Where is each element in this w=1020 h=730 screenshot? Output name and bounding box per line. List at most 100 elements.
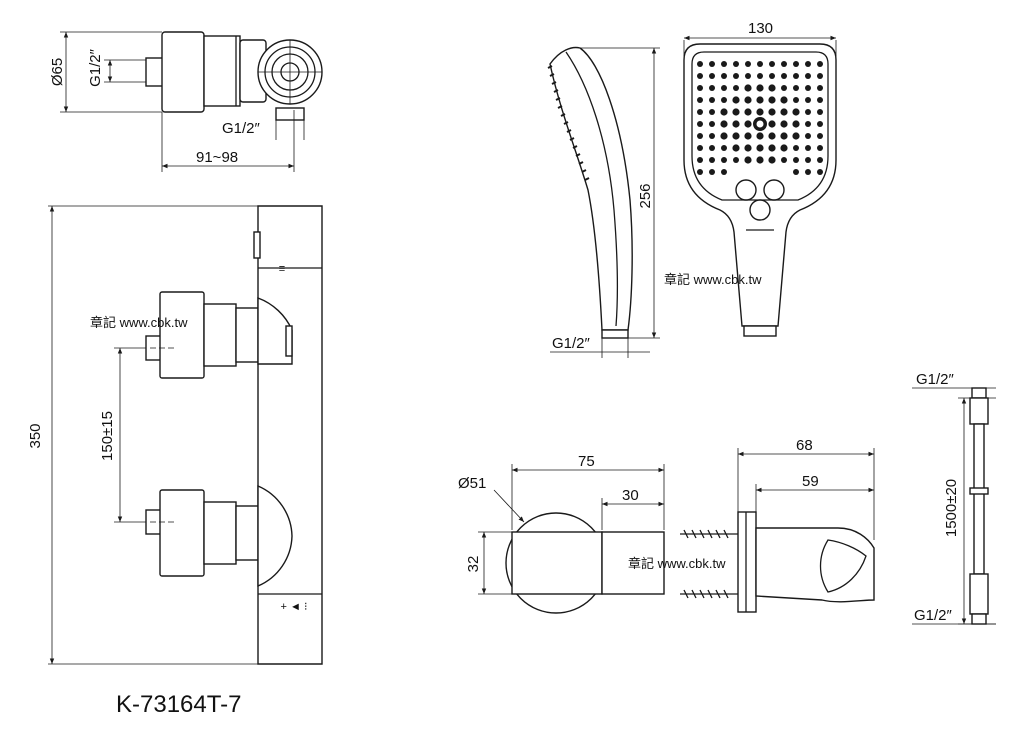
spray-hole bbox=[709, 97, 715, 103]
top-view: Ø65 G1/2″ G1/2″ 91~98 bbox=[49, 31, 323, 172]
spray-hole bbox=[768, 84, 776, 92]
holder-inner-depth-label: 59 bbox=[802, 473, 819, 490]
spray-hole bbox=[744, 120, 752, 128]
spray-hole bbox=[709, 61, 715, 67]
spray-hole bbox=[721, 61, 727, 67]
spray-hole bbox=[805, 97, 811, 103]
outlet-height-label: 32 bbox=[465, 556, 482, 573]
spray-hole bbox=[817, 121, 823, 127]
spray-hole bbox=[780, 144, 788, 152]
spray-hole bbox=[732, 144, 740, 152]
hand-shower-view: 256 G1/2″ 130 章記 www.cbk.tw bbox=[547, 20, 837, 358]
spray-hole bbox=[744, 108, 752, 116]
spray-hole bbox=[817, 133, 823, 139]
front-view: 350 150±15 ≡ + ◄ ⁝ 章記 www.cbk.tw bbox=[27, 205, 323, 665]
spray-hole bbox=[709, 85, 715, 91]
spray-hole bbox=[769, 61, 775, 67]
shower-length-label: 256 bbox=[637, 183, 654, 208]
spray-hole bbox=[780, 132, 788, 140]
spray-hole bbox=[697, 169, 703, 175]
bottom-knob-marking-icon: + ◄ ⁝ bbox=[281, 601, 308, 613]
spray-hole bbox=[733, 85, 739, 91]
hose-view: G1/2″ 1500±20 G1/2″ bbox=[912, 371, 996, 625]
spray-hole bbox=[744, 156, 752, 164]
spray-hole bbox=[793, 85, 799, 91]
spray-hole bbox=[756, 144, 764, 152]
spray-hole bbox=[817, 61, 823, 67]
spray-hole bbox=[805, 169, 811, 175]
spray-hole bbox=[757, 61, 763, 67]
spray-hole bbox=[709, 145, 715, 151]
spray-hole bbox=[793, 97, 799, 103]
spray-hole bbox=[697, 157, 703, 163]
spray-hole bbox=[805, 157, 811, 163]
hose-top-thread-label: G1/2″ bbox=[916, 371, 955, 388]
spray-hole bbox=[732, 120, 740, 128]
watermark-shower: 章記 www.cbk.tw bbox=[664, 272, 762, 287]
spray-holes bbox=[697, 61, 823, 175]
front-spacing-label: 150±15 bbox=[99, 411, 116, 461]
side-nozzle-row bbox=[547, 65, 590, 181]
spray-hole bbox=[805, 133, 811, 139]
shower-width-label: 130 bbox=[748, 20, 773, 37]
spray-hole bbox=[817, 97, 823, 103]
spray-hole bbox=[817, 109, 823, 115]
spray-hole bbox=[781, 85, 787, 91]
spray-hole bbox=[792, 120, 800, 128]
spray-hole bbox=[709, 157, 715, 163]
spray-hole bbox=[817, 145, 823, 151]
watermark-outlet: 章記 www.cbk.tw bbox=[628, 556, 726, 571]
spray-hole bbox=[805, 121, 811, 127]
wall-outlet-view: 75 30 Ø51 32 章記 www.cbk.tw bbox=[458, 453, 726, 614]
spray-hole bbox=[793, 169, 799, 175]
spray-hole bbox=[792, 132, 800, 140]
spray-hole bbox=[733, 61, 739, 67]
top-outlet-thread-label: G1/2″ bbox=[222, 120, 261, 137]
spray-hole bbox=[768, 132, 776, 140]
spray-hole bbox=[720, 108, 728, 116]
spray-hole bbox=[756, 108, 764, 116]
spray-hole bbox=[745, 61, 751, 67]
spray-hole bbox=[805, 73, 811, 79]
spray-hole bbox=[756, 156, 764, 164]
spray-hole bbox=[697, 121, 703, 127]
spray-hole bbox=[720, 120, 728, 128]
spray-hole bbox=[768, 144, 776, 152]
spray-hole bbox=[792, 108, 800, 116]
spray-hole bbox=[756, 132, 764, 140]
spray-hole bbox=[721, 157, 727, 163]
top-depth-label: 91~98 bbox=[196, 149, 238, 166]
spray-hole bbox=[721, 97, 727, 103]
spray-hole bbox=[721, 85, 727, 91]
spray-hole bbox=[817, 73, 823, 79]
spray-hole bbox=[781, 157, 787, 163]
spray-hole bbox=[817, 169, 823, 175]
spray-hole bbox=[805, 109, 811, 115]
holder-view: 68 59 bbox=[680, 437, 875, 613]
spray-hole bbox=[745, 73, 751, 79]
spray-hole bbox=[744, 132, 752, 140]
spray-hole bbox=[697, 73, 703, 79]
hose-bottom-thread-label: G1/2″ bbox=[914, 607, 953, 624]
spray-hole bbox=[817, 157, 823, 163]
spray-hole bbox=[720, 132, 728, 140]
outlet-length-label: 75 bbox=[578, 453, 595, 470]
spray-hole bbox=[805, 85, 811, 91]
spray-hole bbox=[709, 109, 715, 115]
top-diameter-label: Ø65 bbox=[49, 58, 66, 86]
spray-hole bbox=[805, 145, 811, 151]
spray-hole bbox=[793, 73, 799, 79]
spray-hole bbox=[709, 121, 715, 127]
spray-hole bbox=[732, 96, 740, 104]
spray-hole bbox=[744, 144, 752, 152]
spray-hole bbox=[769, 73, 775, 79]
spray-hole bbox=[768, 120, 776, 128]
spray-hole bbox=[697, 97, 703, 103]
spray-hole bbox=[721, 145, 727, 151]
spray-hole bbox=[768, 156, 776, 164]
spray-hole bbox=[756, 96, 764, 104]
spray-hole bbox=[709, 73, 715, 79]
top-inlet-thread-label: G1/2″ bbox=[87, 48, 104, 87]
spray-hole bbox=[781, 73, 787, 79]
